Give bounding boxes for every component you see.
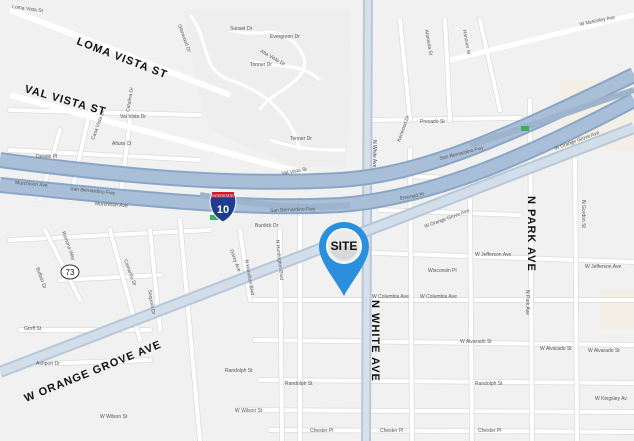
label-alvarado-2: W Alvarado St xyxy=(540,346,572,352)
label-chester-3: Chester Pl xyxy=(478,428,501,434)
route-73-shield: 73 xyxy=(60,264,80,280)
exit-marker xyxy=(210,215,218,220)
label-hanover: Hanover St xyxy=(461,29,471,55)
label-wilson-2: W Wilson St xyxy=(235,408,263,414)
label-groff: Groff St xyxy=(24,326,42,332)
label-n-park-ave: N PARK AVE xyxy=(525,196,537,272)
label-white-sm: N White Ave xyxy=(371,140,377,168)
site-marker[interactable]: SITE xyxy=(319,222,369,296)
label-wisconsin: Wisconsin Pl xyxy=(428,268,457,274)
label-randolph-1: Randolph St xyxy=(225,368,253,374)
label-sunset: Sunset Dr xyxy=(230,26,253,32)
label-evergreen: Evergreen Dr xyxy=(270,34,300,40)
label-chester-2: Chester Pl xyxy=(380,428,403,434)
label-precado: Precado St xyxy=(420,119,445,125)
label-wilson-1: W Wilson St xyxy=(100,414,128,420)
label-jefferson-2: W Jefferson Ave xyxy=(585,264,621,270)
label-emerald: Emerald Pl xyxy=(399,192,424,202)
label-sanbern-2: San Bernardino Fwy xyxy=(270,206,316,214)
label-gordon: N Gordon St xyxy=(580,200,586,228)
label-val-vista-sm: Val Vista St xyxy=(281,167,308,177)
label-murchison-1: Murchison Ave xyxy=(15,180,48,189)
site-label: SITE xyxy=(331,239,358,253)
label-sanbern-1: San Bernardino Fwy xyxy=(70,186,116,197)
label-jefferson-1: W Jefferson Ave xyxy=(475,252,511,258)
label-huntington: N Huntington Blvd xyxy=(274,240,284,281)
exit-marker xyxy=(521,126,529,131)
label-val-vista-dr: Val Vista Dr xyxy=(120,114,146,120)
label-almeda: Alameda St xyxy=(423,29,434,56)
label-burdick: Burdick Dr xyxy=(255,223,279,229)
interstate-number: 10 xyxy=(217,204,229,216)
label-chester-1: Chester Pl xyxy=(310,428,333,434)
label-catalina: Catalina Dr xyxy=(125,86,135,112)
label-tonner-2: Tonner Dr xyxy=(290,136,312,142)
label-tonner-1: Tonner Dr xyxy=(250,62,272,68)
label-alvarado-1: W Alvarado St xyxy=(460,339,492,345)
san-bernardino-freeway xyxy=(0,67,634,215)
interstate-10-shield: INTERSTATE 10 xyxy=(209,191,237,223)
loma-vista-street xyxy=(8,7,232,98)
label-alvarado-3: W Alvarado St xyxy=(588,348,620,354)
label-sequoia: Sequoia Dr xyxy=(146,289,156,315)
label-ashport: Ashport Dr xyxy=(36,361,60,367)
val-vista-street xyxy=(9,92,311,178)
label-dessie: Dessie Pl xyxy=(36,154,57,160)
label-columbia-2: W Columbia Ave xyxy=(420,294,457,300)
label-randolph-3: Randolph St xyxy=(475,381,503,387)
label-columbia-1: W Columbia Ave xyxy=(372,294,409,300)
route-number: 73 xyxy=(66,268,75,277)
hillside-area xyxy=(185,10,352,168)
label-randolph-2: Randolph St xyxy=(285,381,313,387)
label-loma-sm: Loma Vista St xyxy=(12,4,44,14)
mckinley-avenue xyxy=(449,12,634,63)
label-kingsley: W Kingsley Av xyxy=(595,396,627,402)
interstate-banner: INTERSTATE xyxy=(212,194,234,198)
label-park-sm: N Park Ave xyxy=(524,290,530,315)
label-altura: Altura Ct xyxy=(112,141,132,147)
label-n-white-ave: N WHITE AVE xyxy=(369,300,381,382)
land-patch xyxy=(600,290,634,330)
label-murchison-2: Murchison Ave xyxy=(95,201,128,209)
